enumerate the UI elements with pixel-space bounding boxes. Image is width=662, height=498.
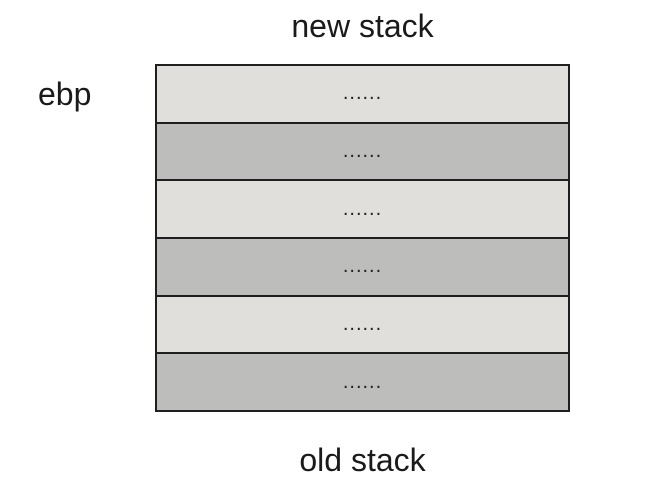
stack-cell: ......	[157, 237, 568, 295]
stack-cell-text: ......	[342, 197, 383, 220]
stack-cell: ......	[157, 121, 568, 180]
stack-cell-text: ......	[342, 370, 383, 393]
new-stack-label: new stack	[291, 8, 434, 44]
stack-frame: ...... ...... ...... ...... ...... .....…	[155, 64, 570, 412]
stack-cell-text: ......	[342, 255, 383, 278]
stack-cell: ......	[157, 179, 568, 238]
stack-cell: ......	[157, 352, 568, 411]
ebp-label: ebp	[38, 76, 92, 112]
old-stack-label: old stack	[299, 442, 426, 478]
stack-cell-text: ......	[342, 82, 383, 105]
stack-cell-text: ......	[342, 140, 383, 162]
stack-cell-text: ......	[342, 313, 383, 336]
stack-cell: ......	[157, 66, 568, 122]
stack-cell: ......	[157, 294, 568, 353]
